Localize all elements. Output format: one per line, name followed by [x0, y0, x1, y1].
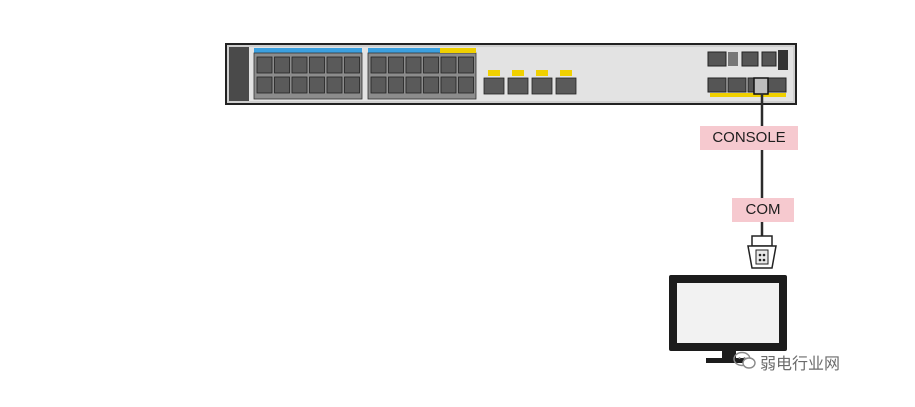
rj45-port: [344, 76, 360, 94]
rj45-port: [344, 56, 360, 74]
rj45-port: [256, 56, 273, 74]
network-switch: [225, 43, 797, 105]
watermark: 弱电行业网: [732, 350, 840, 374]
monitor-neck: [722, 351, 736, 359]
sfp-led: [512, 70, 524, 76]
rj45-port: [309, 56, 325, 74]
console-port-label: CONSOLE: [700, 126, 798, 150]
rj45-port: [405, 76, 422, 94]
rj45-port: [309, 76, 325, 94]
sfp-port: [507, 77, 529, 95]
sfp-led: [536, 70, 548, 76]
rj45-port: [326, 56, 343, 74]
sfp-port: [531, 77, 553, 95]
rj45-port: [405, 56, 422, 74]
switch-brand-strip: [229, 47, 249, 101]
rj45-port: [458, 56, 474, 74]
wechat-icon: [733, 351, 756, 369]
sfp-port: [483, 77, 505, 95]
sfp-led: [488, 70, 500, 76]
switch-management-area: [707, 50, 788, 97]
rj45-port: [458, 76, 474, 94]
switch-port-groups: [253, 48, 577, 100]
rj45-port: [388, 56, 404, 74]
rj45-port: [440, 76, 457, 94]
rj45-port: [440, 56, 457, 74]
db9-connector: [747, 235, 777, 269]
sfp-port: [555, 77, 577, 95]
rj45-port: [291, 56, 308, 74]
watermark-text: 弱电行业网: [760, 354, 841, 373]
port-block-2-led-strip: [368, 48, 476, 53]
rj45-port: [388, 76, 404, 94]
rj45-port: [274, 76, 290, 94]
monitor-screen: [677, 283, 779, 343]
sfp-led: [560, 70, 572, 76]
port-block-1-led-strip: [254, 48, 362, 53]
rj45-port: [274, 56, 290, 74]
rj45-port: [423, 56, 439, 74]
rj45-port: [423, 76, 439, 94]
console-port: [753, 77, 769, 95]
uplink-led-strip: [440, 48, 476, 53]
com-port-label: COM: [732, 198, 794, 222]
computer-monitor: [669, 275, 787, 363]
rj45-port: [370, 76, 387, 94]
rj45-port: [256, 76, 273, 94]
rj45-port: [326, 76, 343, 94]
rj45-port: [370, 56, 387, 74]
rj45-port: [291, 76, 308, 94]
monitor-base: [706, 358, 752, 363]
